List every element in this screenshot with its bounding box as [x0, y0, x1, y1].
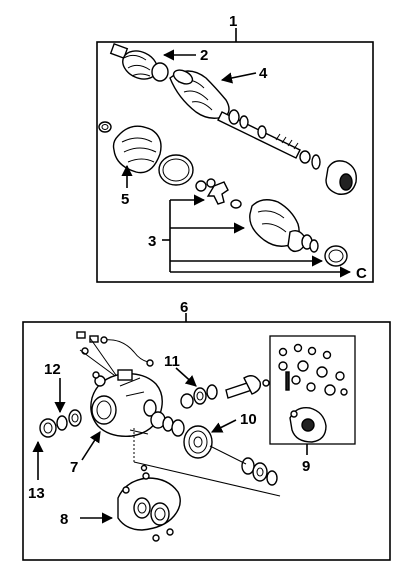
- inner-boot: [112, 125, 162, 174]
- callout-2-label: 2: [200, 47, 208, 64]
- boot-clamp-ring: [98, 121, 112, 133]
- callout-10-label: 10: [240, 411, 257, 428]
- callout-7-leader: [81, 431, 101, 461]
- inner-cv-joint: [249, 199, 348, 267]
- callout-13-label: 13: [28, 485, 45, 502]
- breather-cap: [146, 359, 154, 367]
- tripod-parts: [195, 178, 242, 209]
- alignment-guides: [133, 428, 281, 497]
- callout-10-leader: [210, 419, 237, 433]
- callout-7-label: 7: [70, 459, 78, 476]
- breather-tube: [103, 339, 149, 363]
- carrier-subframe: [269, 335, 356, 445]
- callout-4-label: 4: [259, 65, 268, 82]
- callout-c-label: C: [356, 265, 367, 282]
- callout-1-label: 1: [229, 13, 237, 30]
- callout-9-label: 9: [302, 458, 310, 475]
- upper-hardware: [76, 331, 119, 379]
- differential-group: 6 9: [22, 299, 391, 561]
- callout-4-leader: [220, 72, 257, 84]
- lower-housing: [117, 464, 181, 542]
- left-seal-bearing: [39, 409, 82, 438]
- callout-6-label: 6: [180, 299, 188, 316]
- axle-shaft: [217, 109, 311, 164]
- callout-11-label: 11: [164, 353, 180, 370]
- callout-3-bracket: [162, 194, 352, 278]
- callout-11-leader: [175, 367, 197, 387]
- differential-group-frame: [22, 321, 391, 561]
- inner-joint-housing: [311, 154, 357, 195]
- outer-boot: [169, 69, 230, 119]
- carrier-small-parts: [278, 343, 348, 443]
- callout-12-label: 12: [44, 361, 61, 378]
- outer-cv-joint: [109, 43, 169, 82]
- callout-8-label: 8: [60, 511, 68, 528]
- ring-gear-assembly: [150, 411, 278, 486]
- snap-ring-large: [158, 154, 194, 186]
- axle-shaft-group: 1 2 4: [96, 13, 374, 283]
- axle-group-frame: [96, 41, 374, 283]
- differential-housing: [90, 369, 163, 437]
- drive-pinion: [180, 375, 270, 409]
- snap-ring-large-inner: [162, 158, 190, 182]
- callout-3-label: 3: [148, 233, 156, 250]
- boot-clamp-ring-inner: [101, 124, 109, 130]
- callout-5-label: 5: [121, 191, 129, 208]
